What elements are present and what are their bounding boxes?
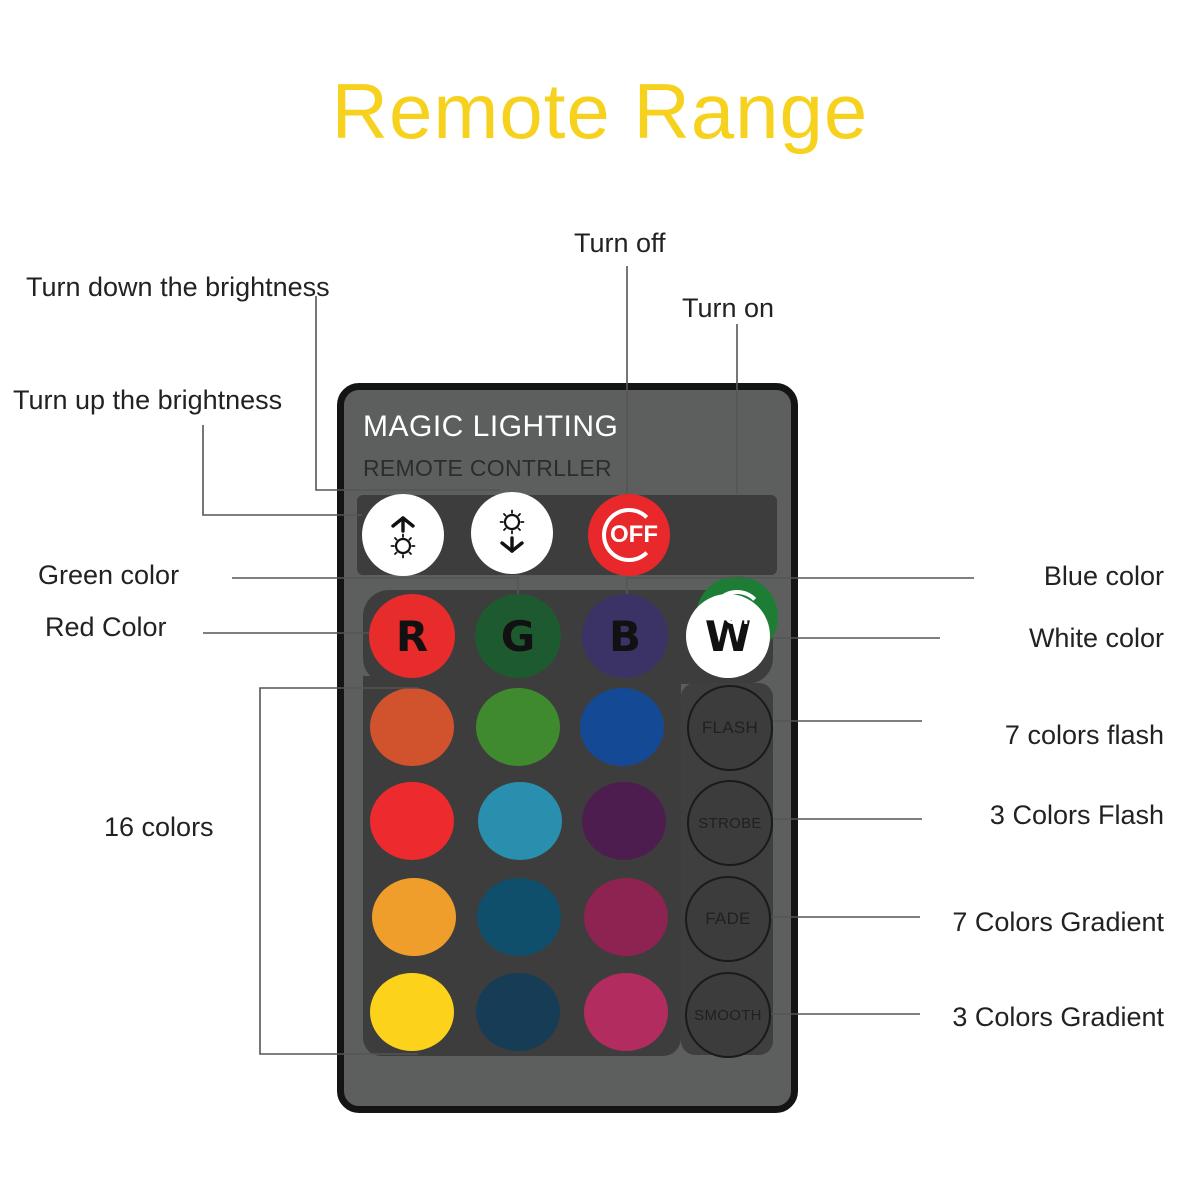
remote-brand: MAGIC LIGHTING xyxy=(363,410,619,443)
label-16-colors: 16 colors xyxy=(104,812,214,842)
fade-button[interactable]: FADE xyxy=(685,876,771,962)
flash-button-label: FLASH xyxy=(701,718,759,737)
label-red-color: Red Color xyxy=(45,612,167,642)
smooth-button[interactable]: SMOOTH xyxy=(685,972,771,1058)
white-button[interactable]: W xyxy=(686,594,770,678)
color-swatch-4[interactable] xyxy=(370,782,454,860)
color-swatch-7[interactable] xyxy=(372,878,456,956)
strobe-button-label: STROBE xyxy=(698,814,762,832)
label-turn-off: Turn off xyxy=(574,228,666,258)
label-brightness-down: Turn down the brightness xyxy=(26,272,330,302)
color-swatch-1[interactable] xyxy=(370,688,454,766)
strobe-button[interactable]: STROBE xyxy=(687,780,773,866)
label-3-colors-gradient: 3 Colors Gradient xyxy=(952,1002,1164,1032)
color-swatch-11[interactable] xyxy=(476,973,560,1051)
sun-arrow-up-icon xyxy=(390,516,416,559)
label-white-color: White color xyxy=(1028,623,1164,653)
green-button[interactable]: G xyxy=(475,594,561,678)
color-swatch-6[interactable] xyxy=(582,782,666,860)
color-swatch-5[interactable] xyxy=(478,782,562,860)
red-button-label: R xyxy=(395,611,429,661)
label-3-colors-flash: 3 Colors Flash xyxy=(989,800,1164,830)
blue-button-label: B xyxy=(608,611,641,661)
label-green-color: Green color xyxy=(38,560,180,590)
power-ring-icon xyxy=(602,508,656,562)
flash-button[interactable]: FLASH xyxy=(687,685,773,771)
off-button[interactable]: OFF xyxy=(588,494,670,576)
color-swatch-9[interactable] xyxy=(584,878,668,956)
green-button-label: G xyxy=(500,611,536,661)
smooth-button-label: SMOOTH xyxy=(694,1006,762,1024)
brightness-down-button[interactable] xyxy=(471,492,553,574)
label-turn-on: Turn on xyxy=(682,293,775,323)
label-blue-color: Blue color xyxy=(1043,561,1164,591)
label-7-colors-flash: 7 colors flash xyxy=(1004,720,1164,750)
on-button-label: ON xyxy=(724,603,760,630)
brightness-up-button[interactable] xyxy=(362,494,444,576)
fade-button-label: FADE xyxy=(705,909,751,928)
page-title: Remote Range xyxy=(331,67,869,155)
white-button-label: W xyxy=(704,611,752,661)
color-swatch-2[interactable] xyxy=(476,688,560,766)
sun-arrow-down-icon xyxy=(499,509,525,553)
red-button[interactable]: R xyxy=(369,594,455,678)
color-swatch-3[interactable] xyxy=(580,688,664,766)
remote-subtitle: REMOTE CONTRLLER xyxy=(363,455,612,481)
blue-button[interactable]: B xyxy=(582,594,668,678)
label-brightness-up: Turn up the brightness xyxy=(13,385,283,415)
color-swatch-8[interactable] xyxy=(477,878,561,956)
off-button-label: OFF xyxy=(610,521,658,548)
color-swatch-10[interactable] xyxy=(370,973,454,1051)
label-7-colors-gradient: 7 Colors Gradient xyxy=(952,907,1164,937)
color-swatch-12[interactable] xyxy=(584,973,668,1051)
